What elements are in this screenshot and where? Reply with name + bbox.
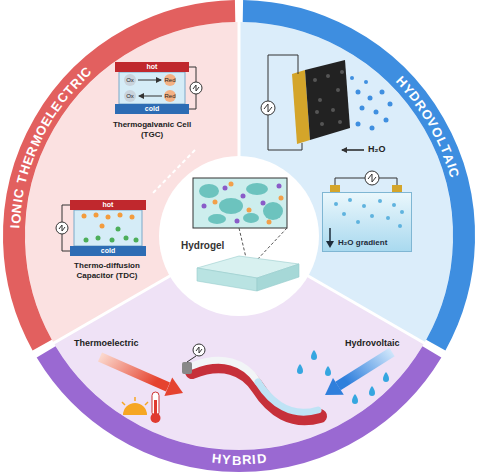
cold-plate: cold xyxy=(70,246,146,256)
title-letter: E xyxy=(21,154,36,167)
device-caption: Thermogalvanic Cell (TGC) xyxy=(102,120,202,140)
plate-label: cold xyxy=(115,104,189,114)
flow-label: H₂O xyxy=(368,144,386,155)
title-letter: N xyxy=(10,203,24,214)
gradient-device-wire xyxy=(330,171,402,194)
title-letter: V xyxy=(425,116,441,130)
title-letter: O xyxy=(429,124,445,139)
title-letter: I xyxy=(9,225,22,229)
title-letter: T xyxy=(61,83,76,97)
gradient-label: H₂O gradient xyxy=(338,238,387,248)
ring-arc-path xyxy=(46,352,432,461)
plate-label: hot xyxy=(70,200,146,210)
title-letter: C xyxy=(78,65,94,81)
title-letter: B xyxy=(232,453,242,466)
hydrogel-illustration xyxy=(159,156,319,316)
title-letter: R xyxy=(24,144,40,158)
sector-divider xyxy=(47,14,431,347)
title-letter: H xyxy=(17,163,32,176)
tgc-cell xyxy=(119,67,202,109)
title-letter: L xyxy=(434,135,449,148)
title-letter: D xyxy=(407,89,423,104)
energy-label: Hydrovoltaic xyxy=(345,338,400,349)
tdc-cell xyxy=(56,205,142,251)
species-label: Red xyxy=(164,77,176,83)
title-letter: D xyxy=(256,452,267,466)
center-label: Hydrogel xyxy=(181,240,224,252)
species-label: Ox xyxy=(124,93,136,99)
gradient-box: H₂O gradient xyxy=(322,192,412,252)
title-letter: O xyxy=(419,106,435,122)
title-letter: E xyxy=(49,99,65,114)
hot-plate: hot xyxy=(70,200,146,210)
title-letter: O xyxy=(9,213,23,224)
energy-label: Thermoelectric xyxy=(74,338,139,349)
hydrovoltaic-device xyxy=(261,55,393,150)
title-letter: T xyxy=(15,174,30,185)
title-letter: H xyxy=(211,452,222,466)
device-caption: Thermo-diffusion Capacitor (TDC) xyxy=(64,261,150,281)
title-letter: T xyxy=(438,143,453,155)
title-letter: O xyxy=(33,123,49,138)
title-letter: Y xyxy=(222,453,231,466)
title-letter: C xyxy=(12,187,27,199)
title-letter: I xyxy=(445,162,458,170)
plate-label: hot xyxy=(115,62,189,72)
title-letter: M xyxy=(28,133,44,148)
title-letter: C xyxy=(55,90,71,105)
title-letter: Y xyxy=(400,82,416,97)
cold-plate: cold xyxy=(115,104,189,114)
title-letter xyxy=(14,183,27,189)
title-letter: I xyxy=(252,453,257,466)
hybrid-device xyxy=(100,344,392,423)
title-letter: L xyxy=(44,107,59,121)
title-letter: E xyxy=(39,114,55,128)
title-letter: R xyxy=(67,75,83,91)
title-letter: H xyxy=(393,74,409,90)
title-letter: R xyxy=(242,453,252,466)
title-letter: I xyxy=(11,198,24,204)
title-letter: C xyxy=(446,166,461,179)
sector-fill xyxy=(54,236,425,450)
hydrogel-circle: Hydrogel xyxy=(159,156,319,316)
plate-label: cold xyxy=(70,246,146,256)
species-label: Ox xyxy=(124,77,136,83)
title-letter: I xyxy=(75,72,87,84)
hot-plate: hot xyxy=(115,62,189,72)
title-letter: R xyxy=(413,98,429,113)
species-label: Red xyxy=(164,93,176,99)
title-letter: A xyxy=(441,152,456,165)
